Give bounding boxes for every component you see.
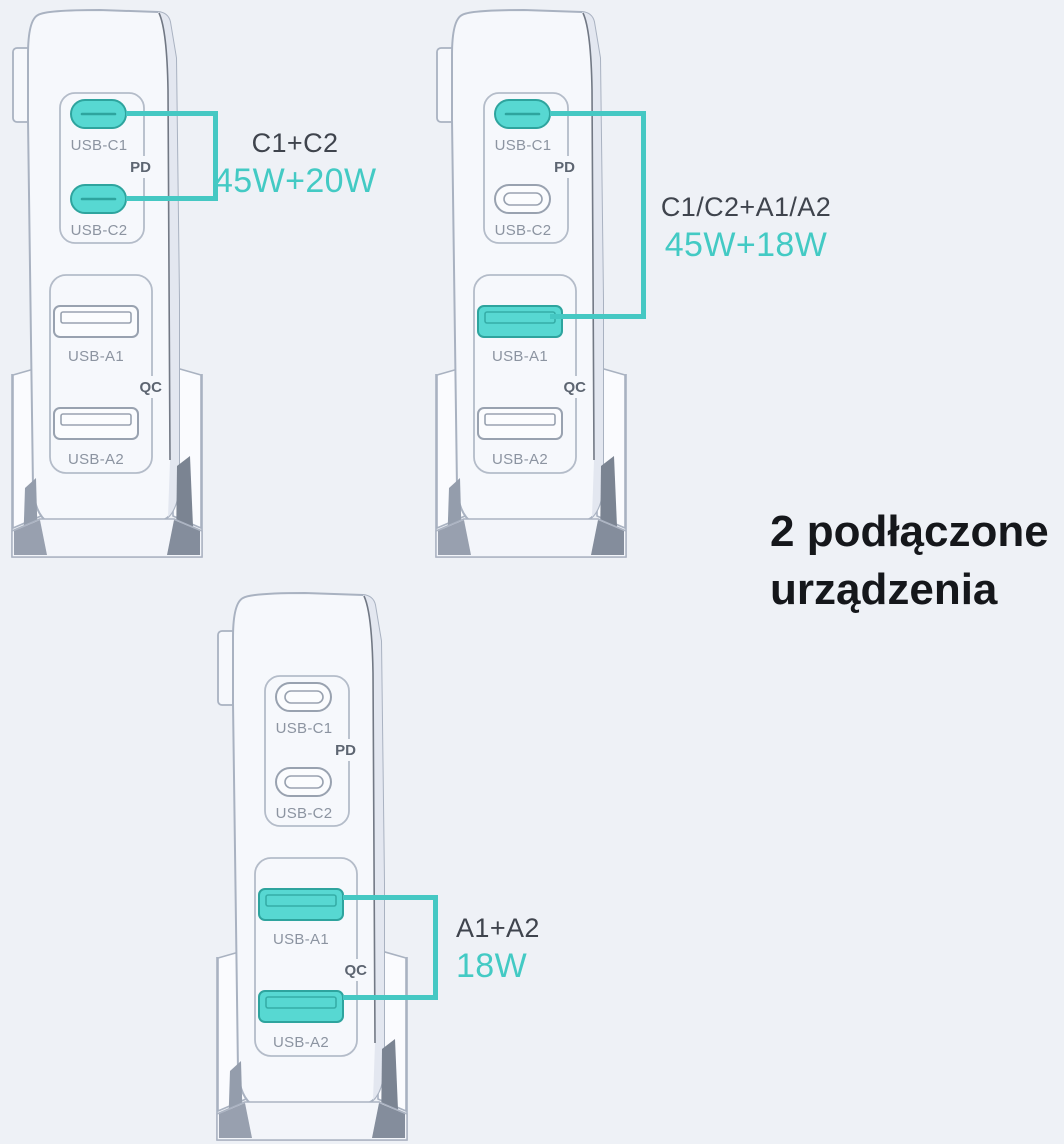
base-shade-right — [372, 1103, 405, 1138]
usb-a-panel — [49, 274, 153, 474]
qc-badge: QC — [345, 962, 368, 979]
charger-side-face — [158, 12, 179, 517]
base-shade-left — [14, 520, 47, 555]
stand-base — [435, 518, 627, 558]
charger-illustration-2: USB-C1 PD USB-C2 USB-A1 QC USB-A2 — [435, 9, 627, 558]
callout-2-power: 45W+18W — [664, 226, 828, 264]
qc-badge: QC — [564, 379, 587, 396]
pd-badge: PD — [335, 742, 356, 759]
usb-a2-port — [53, 407, 139, 440]
qc-gap — [564, 376, 588, 398]
page-title-line-1: 2 podłączone — [770, 507, 1049, 556]
callout-2: C1/C2+A1/A2 45W+18W — [650, 192, 842, 264]
charger-edge-line — [158, 12, 171, 461]
usb-a2-label: USB-A2 — [68, 451, 124, 468]
base-shade-left — [219, 1103, 252, 1138]
usb-a1-port — [258, 888, 344, 921]
usb-a1-port — [53, 305, 139, 338]
callout-3-power: 18W — [456, 947, 528, 985]
page-title: 2 podłączone urządzenia — [770, 503, 1049, 619]
qc-badge: QC — [140, 379, 163, 396]
usb-c2-label: USB-C2 — [495, 222, 552, 239]
stand-base — [216, 1101, 408, 1141]
callout-bracket-1 — [126, 111, 218, 201]
usb-a1-label: USB-A1 — [273, 931, 329, 948]
usb-a2-port — [477, 407, 563, 440]
usb-c2-label: USB-C2 — [276, 805, 333, 822]
charger-unit-2: USB-C1 PD USB-C2 USB-A1 QC USB-A2 — [424, 0, 634, 585]
charger-edge-line — [582, 12, 595, 461]
callout-1-power: 45W+20W — [214, 162, 377, 200]
base-shade-right — [591, 520, 624, 555]
usb-c2-port — [70, 184, 127, 214]
usb-a1-label: USB-A1 — [68, 348, 124, 365]
usb-a-panel — [473, 274, 577, 474]
usb-c1-port — [275, 682, 332, 712]
callout-2-combo: C1/C2+A1/A2 — [660, 192, 832, 222]
stand-base — [11, 518, 203, 558]
charger-illustration-1: USB-C1 PD USB-C2 USB-A1 QC USB-A2 — [11, 9, 203, 558]
usb-a1-label: USB-A1 — [492, 348, 548, 365]
usb-c2-port — [494, 184, 551, 214]
charger-unit-1: USB-C1 PD USB-C2 USB-A1 QC USB-A2 — [0, 0, 210, 585]
charger-side-face — [363, 595, 384, 1100]
usb-c1-port — [494, 99, 551, 129]
callout-1-combo: C1+C2 — [251, 128, 339, 158]
pd-gap — [554, 156, 576, 178]
usb-a-panel — [254, 857, 358, 1057]
pd-gap — [335, 739, 357, 761]
page-title-line-2: urządzenia — [770, 565, 998, 614]
usb-a2-label: USB-A2 — [492, 451, 548, 468]
base-shade-right — [167, 520, 200, 555]
callout-bracket-3 — [343, 895, 438, 1000]
usb-c1-label: USB-C1 — [71, 137, 128, 154]
usb-c1-label: USB-C1 — [276, 720, 333, 737]
usb-a2-label: USB-A2 — [273, 1034, 329, 1051]
qc-gap — [140, 376, 164, 398]
callout-bracket-2 — [550, 111, 646, 319]
pd-gap — [130, 156, 152, 178]
usb-a1-port — [477, 305, 563, 338]
usb-c1-label: USB-C1 — [495, 137, 552, 154]
qc-gap — [345, 959, 369, 981]
base-shade-left — [438, 520, 471, 555]
charger-illustration-3: USB-C1 PD USB-C2 USB-A1 QC USB-A2 — [216, 592, 408, 1141]
charger-edge-line — [363, 595, 376, 1044]
callout-3: A1+A2 18W — [456, 913, 540, 985]
usb-c2-label: USB-C2 — [71, 222, 128, 239]
pd-badge: PD — [130, 159, 151, 176]
usb-c1-port — [70, 99, 127, 129]
usb-a2-port — [258, 990, 344, 1023]
pd-badge: PD — [554, 159, 575, 176]
charger-unit-3: USB-C1 PD USB-C2 USB-A1 QC USB-A2 — [205, 583, 415, 1144]
callout-1: C1+C2 45W+20W — [214, 128, 376, 200]
usb-c2-port — [275, 767, 332, 797]
callout-3-combo: A1+A2 — [456, 913, 540, 943]
charger-side-face — [582, 12, 603, 517]
